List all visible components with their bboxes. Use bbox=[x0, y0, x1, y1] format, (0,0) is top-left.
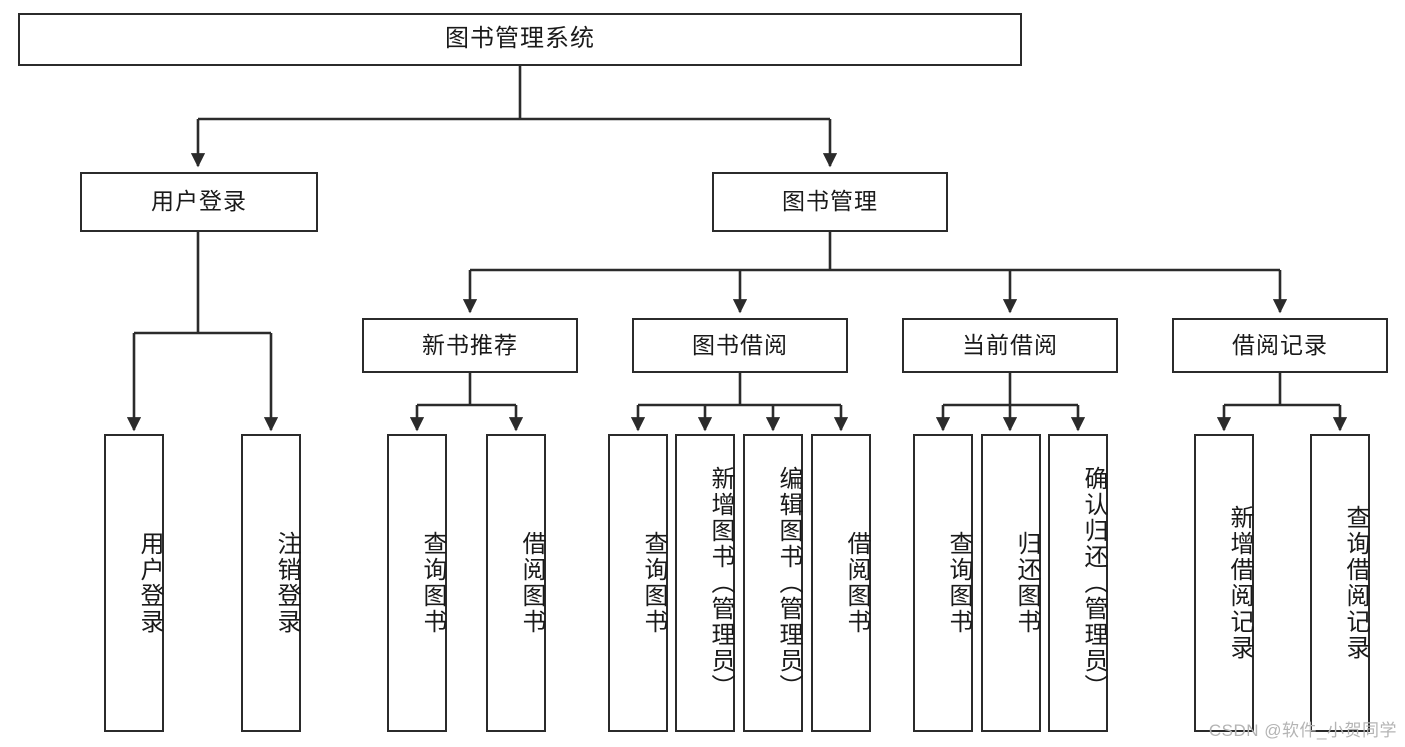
node-leaf-query-book-1[interactable]: 查询图书 bbox=[387, 434, 447, 732]
node-label: 确认归还（管理员） bbox=[1080, 466, 1107, 700]
node-label: 归还图书 bbox=[1013, 531, 1040, 635]
node-label: 注销登录 bbox=[273, 531, 300, 635]
node-leaf-borrow-book-1[interactable]: 借阅图书 bbox=[486, 434, 546, 732]
node-label: 图书管理 bbox=[782, 188, 878, 215]
node-leaf-query-book-3[interactable]: 查询图书 bbox=[913, 434, 973, 732]
node-root-book-management-system[interactable]: 图书管理系统 bbox=[18, 13, 1022, 66]
node-leaf-return-book[interactable]: 归还图书 bbox=[981, 434, 1041, 732]
node-user-login[interactable]: 用户登录 bbox=[80, 172, 318, 232]
node-label: 借阅图书 bbox=[843, 531, 870, 635]
node-book-manage[interactable]: 图书管理 bbox=[712, 172, 948, 232]
node-label: 用户登录 bbox=[136, 531, 163, 635]
node-current-borrow[interactable]: 当前借阅 bbox=[902, 318, 1118, 373]
node-label: 借阅记录 bbox=[1232, 331, 1328, 358]
node-leaf-add-book[interactable]: 新增图书（管理员） bbox=[675, 434, 735, 732]
node-label: 查询图书 bbox=[419, 531, 446, 635]
node-leaf-edit-book[interactable]: 编辑图书（管理员） bbox=[743, 434, 803, 732]
node-label: 新书推荐 bbox=[422, 331, 518, 358]
node-label: 新增借阅记录 bbox=[1226, 505, 1253, 661]
node-leaf-user-logout[interactable]: 注销登录 bbox=[241, 434, 301, 732]
node-label: 新增图书（管理员） bbox=[707, 466, 734, 700]
node-label: 借阅图书 bbox=[518, 531, 545, 635]
node-leaf-query-record[interactable]: 查询借阅记录 bbox=[1310, 434, 1370, 732]
node-label: 查询图书 bbox=[640, 531, 667, 635]
node-label: 查询借阅记录 bbox=[1342, 505, 1369, 661]
node-leaf-confirm-return[interactable]: 确认归还（管理员） bbox=[1048, 434, 1108, 732]
node-label: 图书管理系统 bbox=[445, 25, 595, 53]
node-new-book-recommend[interactable]: 新书推荐 bbox=[362, 318, 578, 373]
node-leaf-add-record[interactable]: 新增借阅记录 bbox=[1194, 434, 1254, 732]
node-leaf-query-book-2[interactable]: 查询图书 bbox=[608, 434, 668, 732]
node-leaf-borrow-book-2[interactable]: 借阅图书 bbox=[811, 434, 871, 732]
node-leaf-user-login[interactable]: 用户登录 bbox=[104, 434, 164, 732]
csdn-watermark: CSDN @软件_小贺同学 bbox=[1208, 721, 1397, 740]
node-label: 当前借阅 bbox=[962, 331, 1058, 358]
node-label: 图书借阅 bbox=[692, 331, 788, 358]
node-borrow-record[interactable]: 借阅记录 bbox=[1172, 318, 1388, 373]
node-label: 查询图书 bbox=[945, 531, 972, 635]
node-book-borrow[interactable]: 图书借阅 bbox=[632, 318, 848, 373]
node-label: 编辑图书（管理员） bbox=[775, 466, 802, 700]
node-label: 用户登录 bbox=[151, 188, 247, 215]
